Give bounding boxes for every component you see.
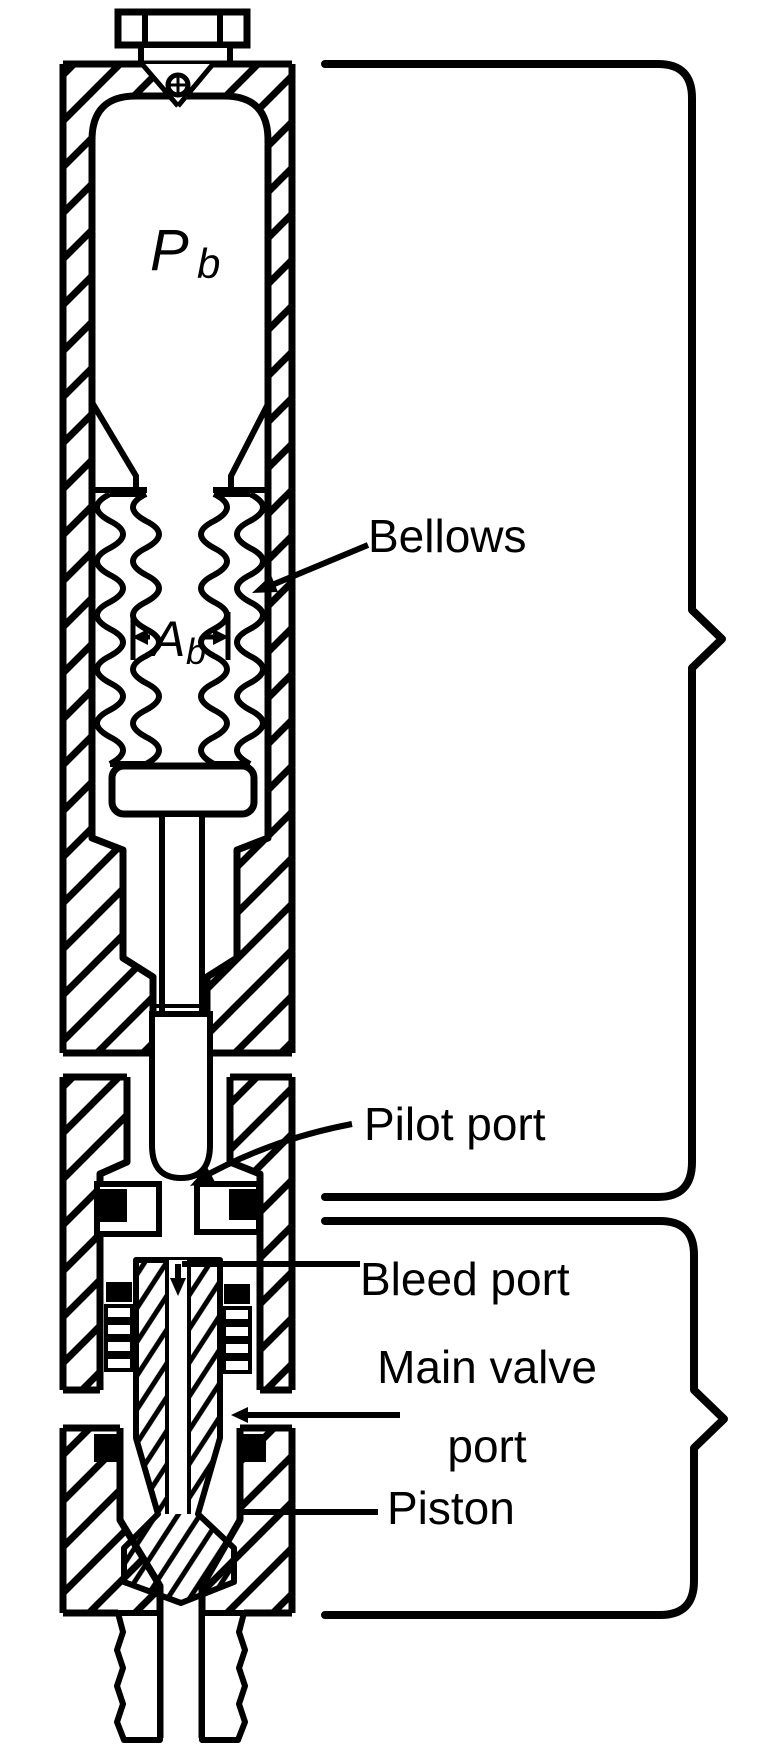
main-valve-port-label-line2: port <box>447 1420 526 1472</box>
lower-section-brace <box>321 1217 728 1619</box>
stem-upper <box>159 811 205 1019</box>
piston-springs <box>104 1282 252 1374</box>
spring-retainer-left <box>106 1282 132 1302</box>
lower-seal-right <box>238 1434 266 1462</box>
dome-pressure-label: P <box>150 218 189 283</box>
pilot-chamber-walls <box>96 1077 264 1390</box>
middle-outer-walls <box>59 1077 296 1390</box>
bellows-right-outer-wave <box>234 491 266 767</box>
bellows-caps <box>110 491 250 767</box>
bellows-plate <box>108 762 258 818</box>
threaded-outlet <box>114 1610 248 1743</box>
bellows-left-outer-wave <box>94 491 126 767</box>
pilot-port-label: Pilot port <box>364 1098 546 1150</box>
bleed-port-label: Bleed port <box>360 1253 570 1305</box>
bellows-area-label: A <box>149 611 185 667</box>
left-arrow-icon <box>132 629 148 645</box>
pilot-port-leader <box>196 1121 353 1183</box>
bellows-arrowhead-icon <box>252 575 278 593</box>
thread-leg-left <box>114 1610 163 1743</box>
v-notch-edges <box>140 62 215 108</box>
stem-tip <box>149 1011 213 1182</box>
seat-seal-left <box>99 1189 127 1222</box>
pilot-port-arrowhead-icon <box>190 1167 215 1186</box>
bellows-area-subscript: b <box>186 631 206 672</box>
section-braces <box>321 60 728 1619</box>
bellows-leader <box>270 542 370 588</box>
upper-outer-walls <box>59 64 296 1053</box>
lower-outer-walls <box>59 1428 296 1613</box>
pilot-seat <box>94 1181 262 1237</box>
piston-assembly <box>121 1257 237 1606</box>
core-valve-cross <box>169 76 187 94</box>
main-valve-port-arrowhead-icon <box>231 1407 248 1423</box>
dome-top-detail <box>140 62 215 108</box>
piston-bore-walls <box>165 1260 191 1514</box>
main-valve-port-label-line1: Main valve <box>377 1341 597 1393</box>
top-bolt <box>114 8 251 67</box>
piston-label: Piston <box>387 1482 515 1534</box>
bellows <box>94 491 266 767</box>
bellows-label: Bellows <box>368 510 527 562</box>
piston-bore-fill <box>167 1260 189 1514</box>
bellows-right-inner-wave <box>198 491 230 767</box>
bellows-area-dimension <box>130 612 231 660</box>
lower-seal-left <box>94 1434 122 1462</box>
spring-retainer-right <box>224 1284 250 1304</box>
right-arrow-icon <box>213 629 229 645</box>
spring-coils-right <box>222 1306 252 1374</box>
dome-pressure-subscript: b <box>197 240 220 287</box>
upper-section-brace <box>321 60 726 1201</box>
dome-funnel <box>90 402 271 493</box>
bleed-port-arrowhead-icon <box>170 1278 186 1296</box>
bolt-head-facets <box>142 12 223 45</box>
seat-seal-right <box>229 1189 257 1220</box>
spring-coils-left <box>104 1304 134 1372</box>
leader-lines <box>175 542 400 1515</box>
funnel-edges <box>90 402 271 490</box>
thread-leg-right <box>199 1610 248 1743</box>
bolt-head <box>114 8 251 49</box>
bellows-left-inner-wave <box>130 491 162 767</box>
dimension-ticks <box>130 612 231 660</box>
